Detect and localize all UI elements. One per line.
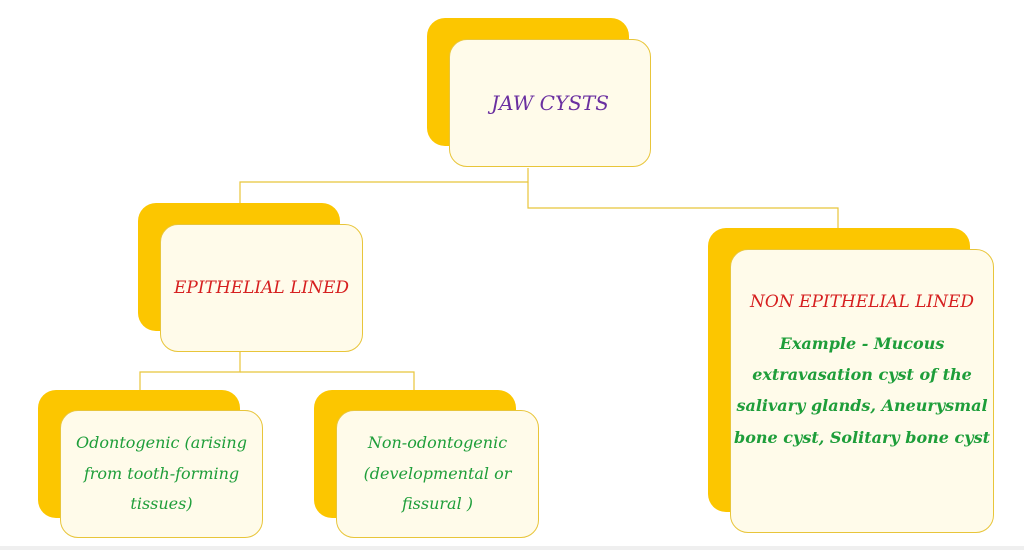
non-odontogenic-line-1: Non-odontogenic xyxy=(367,433,508,453)
non-odontogenic-node: Non-odontogenic (developmental or fissur… xyxy=(336,410,539,538)
odontogenic-line-2: from tooth-forming xyxy=(83,463,240,483)
odontogenic-line-1: Odontogenic (arising xyxy=(76,433,247,453)
non-epithelial-node: NON EPITHELIAL LINED Example - Mucous ex… xyxy=(730,249,994,533)
non-odontogenic-line-2: (developmental or xyxy=(363,463,512,483)
epithelial-node-label: EPITHELIAL LINED xyxy=(173,278,350,298)
non-epithelial-example-line-1: Example - Mucous xyxy=(779,334,945,353)
epithelial-node: EPITHELIAL LINED xyxy=(160,224,363,352)
root-node-label: JAW CYSTS xyxy=(491,91,609,115)
root-node: JAW CYSTS xyxy=(449,39,651,167)
non-epithelial-example-line-2: extravasation cyst of the xyxy=(752,365,972,385)
bottom-divider xyxy=(0,546,1024,550)
odontogenic-node: Odontogenic (arising from tooth-forming … xyxy=(60,410,263,538)
connector-root-right xyxy=(527,182,839,228)
non-epithelial-example-line-4: bone cyst, Solitary bone cyst xyxy=(734,427,990,447)
non-odontogenic-line-3: fissural ) xyxy=(401,494,474,514)
odontogenic-line-3: tissues) xyxy=(130,494,193,514)
non-epithelial-node-label: NON EPITHELIAL LINED xyxy=(749,292,975,312)
non-epithelial-example-line-3: salivary glands, Aneurysmal xyxy=(736,396,988,416)
